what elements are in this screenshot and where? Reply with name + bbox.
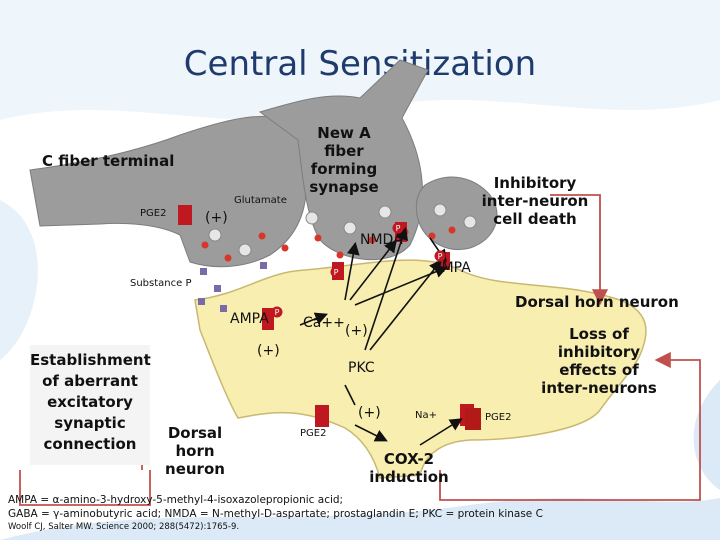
pge2-left-label: PGE2 — [140, 208, 167, 219]
phosphate-badge: P — [271, 306, 283, 318]
vesicle — [343, 221, 357, 235]
pge2-receptor-right — [465, 408, 481, 430]
vesicle — [463, 215, 477, 229]
pge2-mid-label: PGE2 — [300, 428, 327, 439]
footer-definitions: AMPA = α-amino-3-hydroxy-5-methyl-4-isox… — [8, 493, 718, 533]
pge2-receptor-left — [178, 205, 192, 225]
vesicle — [208, 228, 222, 242]
nmda-label: NMDA — [360, 232, 403, 248]
page-title: Central Sensitization — [183, 44, 537, 84]
svg-text:P: P — [438, 252, 443, 261]
substance-p-markers — [198, 262, 267, 312]
na-label: Na+ — [415, 410, 437, 421]
pkc-label: PKC — [348, 360, 375, 376]
cox2-label: COX-2 induction — [369, 450, 449, 486]
glutamate-label: Glutamate — [234, 195, 287, 206]
footer-line-1: AMPA = α-amino-3-hydroxy-5-methyl-4-isox… — [8, 494, 344, 506]
plus-ca-label: (+) — [345, 323, 368, 339]
footer-line-2: GABA = γ-aminobutyric acid; NMDA = N-met… — [8, 508, 543, 520]
vesicle — [378, 205, 392, 219]
new-a-fiber-label: New A fiber forming synapse — [309, 124, 379, 196]
ca-label: Ca++ — [303, 315, 345, 331]
svg-text:P: P — [334, 268, 339, 277]
ampa-receptor-left — [262, 308, 274, 330]
establishment-label: Establishment of aberrant excitatory syn… — [30, 351, 151, 453]
vesicle — [238, 243, 252, 257]
vesicle — [433, 203, 447, 217]
phosphate-badge: P — [330, 266, 342, 278]
ampa-left-label: AMPA — [230, 311, 269, 327]
svg-text:P: P — [396, 224, 401, 233]
ampa-right-label: AMPA — [432, 260, 471, 276]
plus-left-label: (+) — [205, 210, 228, 226]
establishment-box — [30, 345, 150, 465]
feedback-loop-right — [439, 194, 701, 501]
pge2-right-label: PGE2 — [485, 412, 512, 423]
substance-p-label: Substance P — [130, 278, 192, 289]
svg-text:P: P — [275, 308, 280, 317]
plus-low-label: (+) — [358, 405, 381, 421]
phosphate-badge: P — [392, 222, 404, 234]
footer-citation: Woolf CJ, Salter MW. Science 2000; 288(5… — [8, 522, 240, 532]
inhibitory-interneuron-shape — [415, 176, 498, 250]
c-fiber-terminal-shape — [29, 115, 307, 268]
dorsal-horn-neuron-body — [194, 259, 647, 479]
loss-inhibitory-label: Loss of inhibitory effects of inter-neur… — [541, 325, 657, 397]
inhibitory-cell-death-label: Inhibitory inter-neuron cell death — [481, 174, 589, 228]
glutamate-dots — [201, 226, 456, 262]
phosphate-badge: P — [434, 250, 446, 262]
vesicle — [305, 211, 319, 225]
dorsal-horn-neuron-left-label: Dorsal horn neuron — [165, 424, 225, 478]
plus-mid-label: (+) — [257, 343, 280, 359]
pge2-receptor-mid — [315, 405, 329, 427]
dorsal-horn-neuron-right-label: Dorsal horn neuron — [515, 293, 679, 311]
c-fiber-terminal-label: C fiber terminal — [42, 152, 175, 170]
